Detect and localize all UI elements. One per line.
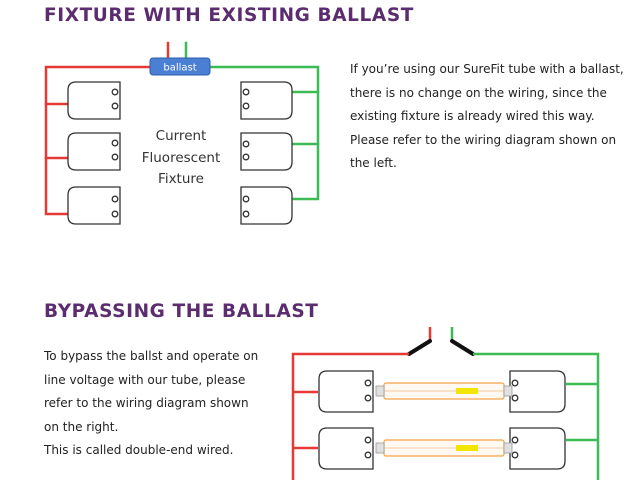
tube-end-cap — [375, 442, 385, 454]
paragraph-line: This is called double-end wired. — [44, 443, 234, 457]
paragraph-line: on the right. — [44, 419, 119, 434]
left-sockets — [67, 81, 121, 225]
paragraph-line: Please refer to the wiring diagram shown… — [350, 132, 617, 147]
neutral-wire-connector — [450, 339, 475, 356]
tube-end-cap — [503, 385, 513, 397]
socket — [67, 81, 121, 120]
tube-end-cap — [375, 385, 385, 397]
led-tube — [375, 382, 513, 400]
socket — [240, 81, 293, 120]
socket — [318, 427, 374, 470]
bypass-green-wires — [473, 352, 600, 480]
paragraph-line: line voltage with our tube, please — [44, 372, 246, 387]
section-heading-existing-ballast: FIXTURE WITH EXISTING BALLAST — [44, 5, 414, 26]
paragraph-line: there is no change on the wiring, since … — [350, 85, 607, 100]
led-tube — [375, 439, 513, 457]
paragraph-line: To bypass the ballst and operate on — [44, 349, 259, 363]
bypass-red-wires — [291, 352, 409, 480]
ballast-label: ballast — [163, 63, 196, 74]
right-sockets — [240, 81, 293, 225]
bypass-left-sockets — [318, 370, 374, 470]
fixture-label-line: Fixture — [158, 171, 204, 187]
tube-label-sticker — [456, 445, 478, 451]
bypass-ballast-description: To bypass the ballst and operate on line… — [44, 345, 258, 463]
paragraph-line: the left. — [350, 156, 397, 170]
socket — [67, 186, 121, 225]
socket — [240, 132, 293, 171]
fixture-label: Current Fluorescent Fixture — [142, 128, 221, 187]
socket — [509, 370, 566, 413]
socket — [509, 427, 566, 470]
live-wire-connector — [407, 339, 432, 356]
socket — [240, 186, 293, 225]
section-heading-bypass-ballast: BYPASSING THE BALLAST — [44, 301, 319, 322]
paragraph-line: If you’re using our SureFit tube with a … — [350, 62, 624, 76]
existing-ballast-description: If you’re using our SureFit tube with a … — [350, 58, 624, 176]
paragraph-line: existing fixture is already wired this w… — [350, 109, 595, 123]
ballast-box: ballast — [149, 57, 211, 76]
paragraph-line: refer to the wiring diagram shown — [44, 396, 249, 410]
tube-label-sticker — [456, 388, 478, 394]
bypass-right-sockets — [509, 370, 566, 470]
fixture-label-line: Current — [156, 128, 207, 144]
tube-end-cap — [503, 442, 513, 454]
fixture-label-line: Fluorescent — [142, 150, 221, 166]
socket — [67, 132, 121, 171]
socket — [318, 370, 374, 413]
